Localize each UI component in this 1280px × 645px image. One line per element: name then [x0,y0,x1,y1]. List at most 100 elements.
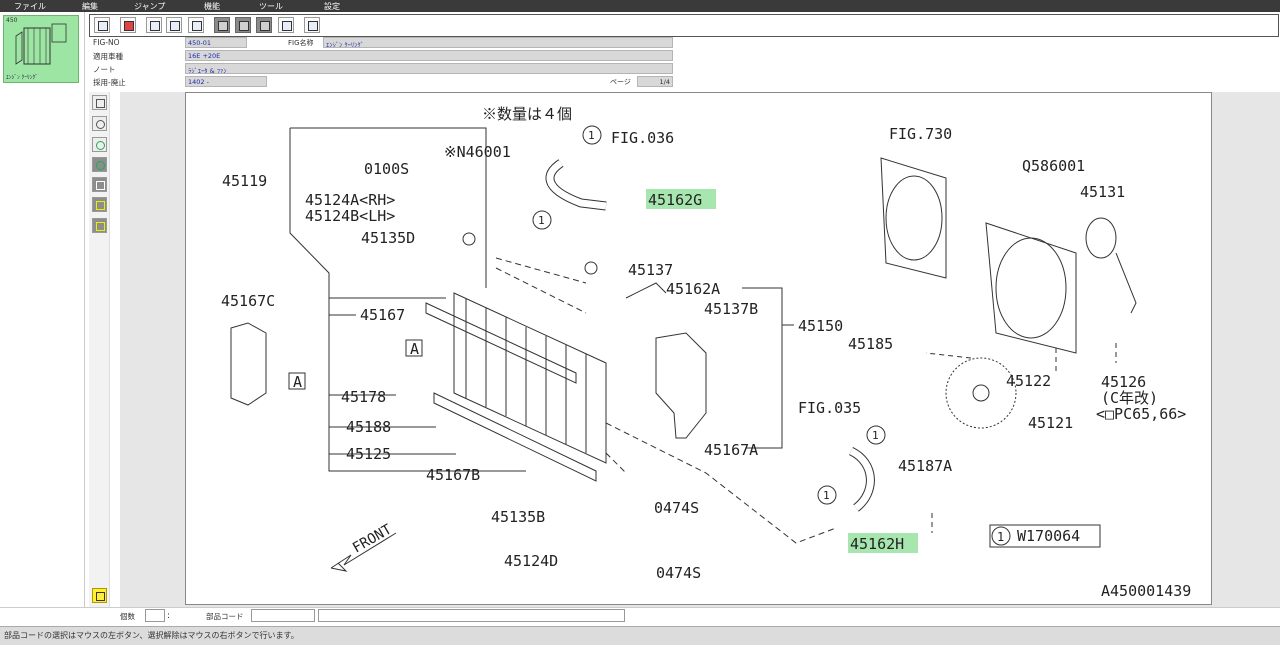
hand-icon [96,120,105,129]
fig-no-value: 450-01 [185,37,247,48]
label-45124a[interactable]: 45124A<RH> [305,191,395,209]
fig-name-label: FIG名称 [288,39,314,47]
label-0474s-2[interactable]: 0474S [656,564,701,582]
label-0474s-1[interactable]: 0474S [654,499,699,517]
status-bar: 部品コードの選択はマウスの左ボタン、選択解除はマウスの右ボタンで行います。 [0,626,1280,645]
menu-settings[interactable]: 設定 [324,2,340,11]
ref-box [989,524,1101,548]
label-45167a[interactable]: 45167A [704,441,758,459]
label-45162g[interactable]: 45162G [648,191,702,209]
label-q586001[interactable]: Q586001 [1022,157,1085,175]
quantity-label: 個数 [120,612,135,621]
status-text: 部品コードの選択はマウスの左ボタン、選択解除はマウスの右ボタンで行います。 [4,631,299,640]
export-button[interactable] [304,17,320,33]
label-45150[interactable]: 45150 [798,317,843,335]
label-45137[interactable]: 45137 [628,261,673,279]
label-45162h[interactable]: 45162H [850,535,904,553]
ref-box-number: 1 [997,530,1004,544]
thumbnail-engine-cooling[interactable]: 450 ｴﾝｼﾞﾝ ｸｰﾘﾝｸﾞ [3,15,79,83]
label-45185[interactable]: 45185 [848,335,893,353]
print-color-button[interactable] [120,17,136,33]
part-name-field[interactable] [318,609,625,622]
label-45131[interactable]: 45131 [1080,183,1125,201]
label-45137b[interactable]: 45137B [704,300,758,318]
label-45188[interactable]: 45188 [346,418,391,436]
fan-motor-45131 [1085,217,1117,259]
back-button[interactable] [214,17,230,33]
info-row-note: ノート ﾗｼﾞｴｰﾀ & ﾌｧﾝ [89,63,689,75]
radiator-core [453,292,607,464]
fit-tool[interactable] [92,177,107,192]
copy-icon [150,21,160,31]
upper-seal [425,302,577,384]
zoom-out-tool[interactable] [92,157,107,172]
label-0100s[interactable]: 0100S [364,160,409,178]
refresh-icon [192,21,202,31]
label-45121[interactable]: 45121 [1028,414,1073,432]
menu-bar: ファイル 編集 ジャンプ 機能 ツール 設定 [0,0,1280,12]
label-fig035[interactable]: FIG.035 [798,399,861,417]
hand-tool[interactable] [92,116,107,131]
quantity-stepper-icon[interactable]: : [167,611,171,621]
select-tool[interactable] [92,95,107,110]
menu-file[interactable]: ファイル [14,2,46,11]
side-toolbar [89,92,110,607]
print-button[interactable] [94,17,110,33]
menu-jump[interactable]: ジャンプ [134,2,166,11]
list-button[interactable] [166,17,182,33]
label-45135d[interactable]: 45135D [361,229,415,247]
menu-tools[interactable]: ツール [259,2,283,11]
label-45167b[interactable]: 45167B [426,466,480,484]
memo-button[interactable] [92,588,107,603]
label-45124b[interactable]: 45124B<LH> [305,207,395,225]
circle-1a: 1 [588,129,595,142]
label-45167[interactable]: 45167 [360,306,405,324]
window-icon [282,21,292,31]
warning-tool[interactable] [92,197,107,212]
label-45122[interactable]: 45122 [1006,372,1051,390]
window-button[interactable] [278,17,294,33]
menu-function[interactable]: 機能 [204,2,220,11]
forward-button[interactable] [235,17,251,33]
info-row-vehicle: 適用車種 16E +20E [89,50,689,62]
label-45178[interactable]: 45178 [341,388,386,406]
menu-edit[interactable]: 編集 [82,2,98,11]
zoom-in-icon [96,141,105,150]
side-deflector-45167c [230,322,267,406]
refresh-button[interactable] [188,17,204,33]
note-value: ﾗｼﾞｴｰﾀ & ﾌｧﾝ [185,63,673,74]
note-tool[interactable] [92,218,107,233]
label-45162a[interactable]: 45162A [666,280,720,298]
ref-box-code: W170064 [1017,527,1080,545]
fig-no-label: FIG-NO [93,38,120,47]
label-45125[interactable]: 45125 [346,445,391,463]
label-n46001[interactable]: ※N46001 [444,143,511,161]
label-45119[interactable]: 45119 [222,172,267,190]
label-45126[interactable]: 45126 [1101,373,1146,391]
part-code-field[interactable] [251,609,315,622]
note-icon [96,222,105,231]
label-fig730[interactable]: FIG.730 [889,125,952,143]
highlight-45162g [646,189,716,209]
quantity-field[interactable] [145,609,165,622]
adopt-value: 1402 - [185,76,267,87]
lower-seal [433,392,597,482]
page-label: ページ [610,78,631,86]
info-row-fig: FIG-NO 450-01 FIG名称 ｴﾝｼﾞﾝ ｸｰﾘﾝｸﾞ [89,37,689,49]
up-button[interactable] [256,17,272,33]
copy-button[interactable] [146,17,162,33]
label-a-box-2[interactable]: A [293,373,302,391]
label-45135b[interactable]: 45135B [491,508,545,526]
forward-icon [239,21,249,31]
fan-blade-45121 [945,357,1017,429]
circle-1c: 1 [872,429,879,442]
label-a-box-1[interactable]: A [410,340,419,358]
parts-diagram[interactable]: ※数量は４個 45119 0100S ※N46001 45124A<RH> 45… [185,92,1212,605]
label-45124d[interactable]: 45124D [504,552,558,570]
label-45167c[interactable]: 45167C [221,292,275,310]
label-45187a[interactable]: 45187A [898,457,952,475]
thumbnail-caption: ｴﾝｼﾞﾝ ｸｰﾘﾝｸﾞ [6,75,38,81]
label-fig036[interactable]: FIG.036 [611,129,674,147]
adopt-label: 採用-廃止 [93,78,126,87]
zoom-in-tool[interactable] [92,137,107,152]
